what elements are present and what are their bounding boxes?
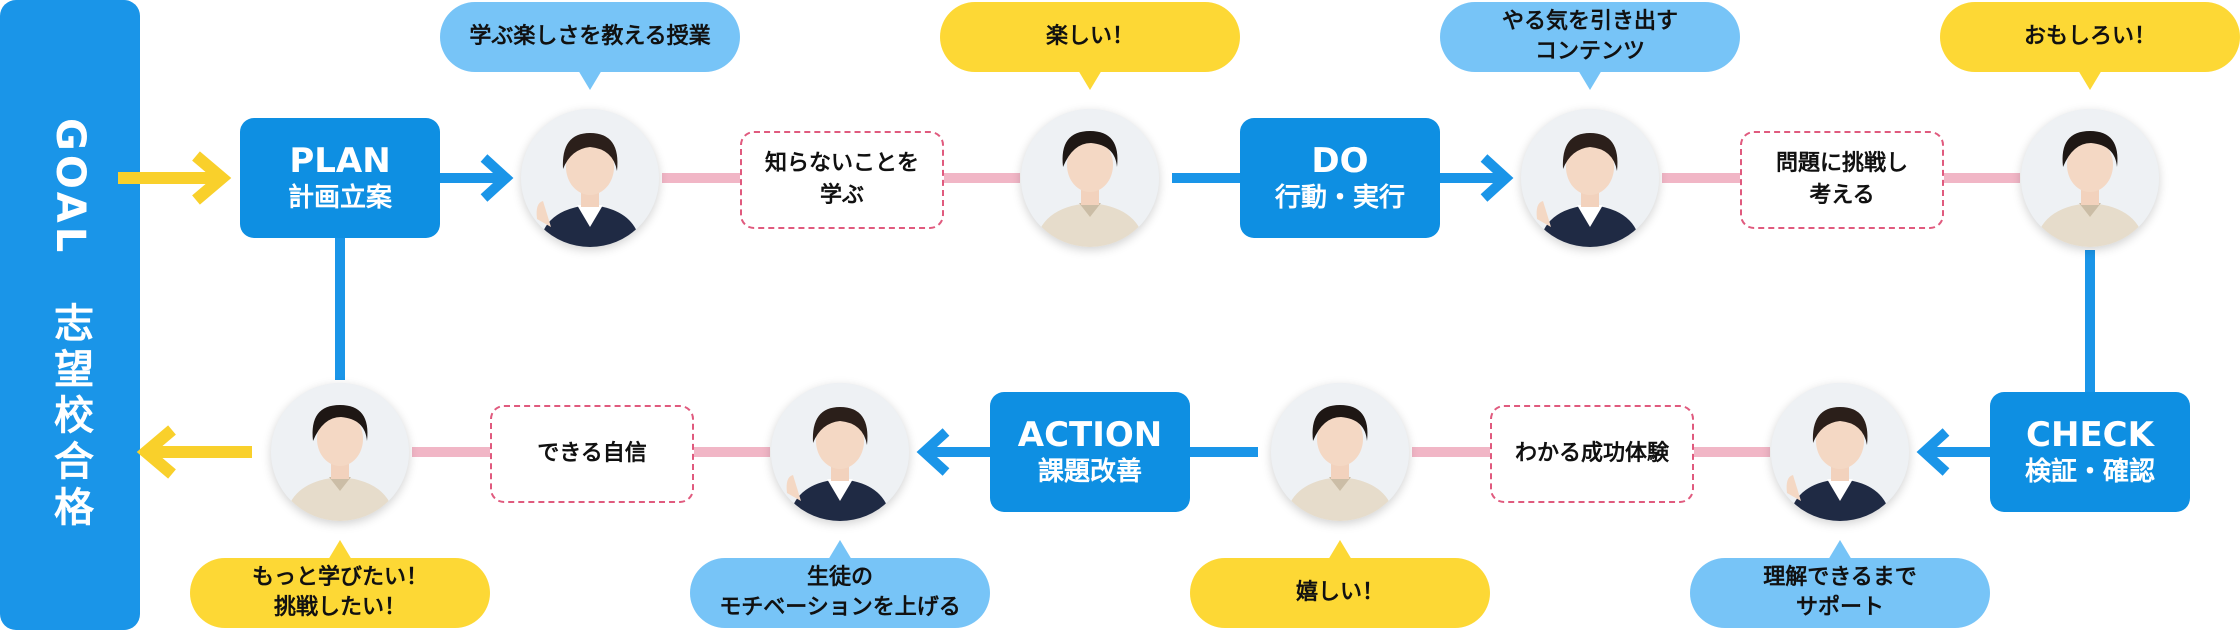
student-bubble-4: もっと学びたい！ 挑戦したい！ bbox=[190, 540, 490, 628]
student-to-goal-arrow bbox=[136, 425, 252, 479]
bubble-text: 生徒の bbox=[806, 565, 873, 590]
teacher-bubble-2: やる気を引き出すコンテンツ bbox=[1440, 2, 1740, 90]
bubble-text: 理解できるまで bbox=[1763, 565, 1917, 590]
bubble-text: 挑戦したい！ bbox=[273, 595, 406, 620]
check-step-title: CHECK bbox=[2026, 415, 2154, 455]
bubble-text: 学ぶ楽しさを教える授業 bbox=[469, 24, 711, 49]
teacher-avatar bbox=[1771, 383, 1909, 521]
student-avatar bbox=[271, 383, 409, 521]
teacher-avatar bbox=[1521, 109, 1659, 247]
student-bubble-1: 楽しい！ bbox=[940, 2, 1240, 90]
box-line: わかる成功体験 bbox=[1514, 441, 1669, 466]
bubble-text: サポート bbox=[1795, 595, 1884, 620]
plan-step-title: PLAN bbox=[289, 141, 391, 181]
bubble-text: 楽しい！ bbox=[1045, 24, 1134, 49]
action-step-title: ACTION bbox=[1017, 415, 1163, 455]
bubble-text: コンテンツ bbox=[1534, 39, 1645, 64]
challenge-think-box: 問題に挑戦し考える bbox=[1740, 131, 1944, 229]
student-bubble-3: 嬉しい！ bbox=[1190, 540, 1490, 628]
bubble-text: やる気を引き出す bbox=[1501, 9, 1678, 34]
check-step: CHECK 検証・確認 bbox=[1990, 392, 2190, 512]
box-line: できる自信 bbox=[537, 441, 647, 466]
action-step-subtitle: 課題改善 bbox=[1037, 457, 1142, 487]
teacher-bubble-4: 生徒のモチベーションを上げる bbox=[690, 540, 990, 628]
goal-label: GOAL bbox=[47, 118, 93, 257]
action-step: ACTION 課題改善 bbox=[990, 392, 1190, 512]
box-line: 知らないことを bbox=[764, 151, 919, 176]
bubble-text: モチベーションを上げる bbox=[719, 595, 961, 620]
student-bubble-2: おもしろい！ bbox=[1940, 2, 2240, 90]
check-step-subtitle: 検証・確認 bbox=[2024, 457, 2155, 487]
goal-target-label: 志望校合格 bbox=[47, 302, 93, 533]
check-to-teacher-arrow bbox=[1916, 428, 1990, 476]
box-line: 問題に挑戦し bbox=[1775, 151, 1908, 176]
do-step-subtitle: 行動・実行 bbox=[1274, 183, 1405, 213]
student-avatar bbox=[1271, 383, 1409, 521]
goal-to-plan-arrow bbox=[118, 151, 232, 205]
action-to-teacher-arrow bbox=[916, 428, 990, 476]
plan-step-subtitle: 計画立案 bbox=[287, 183, 392, 213]
box-line: 考える bbox=[1809, 183, 1875, 208]
bubble-text: もっと学びたい！ bbox=[251, 565, 428, 590]
do-to-teacher-arrow bbox=[1438, 154, 1514, 202]
success-experience-box: わかる成功体験 bbox=[1490, 405, 1694, 503]
do-step-title: DO bbox=[1311, 141, 1369, 181]
teacher-bubble-1: 学ぶ楽しさを教える授業 bbox=[440, 2, 740, 90]
goal-bar: GOAL 志望校合格 bbox=[0, 0, 140, 630]
teacher-bubble-3: 理解できるまでサポート bbox=[1690, 540, 1990, 628]
bubble-text: おもしろい！ bbox=[2023, 24, 2156, 49]
plan-step: PLAN 計画立案 bbox=[240, 118, 440, 238]
plan-to-teacher-arrow bbox=[438, 154, 514, 202]
do-step: DO 行動・実行 bbox=[1240, 118, 1440, 238]
student-avatar bbox=[1021, 109, 1159, 247]
box-line: 学ぶ bbox=[819, 183, 864, 208]
learn-unknown-box: 知らないことを学ぶ bbox=[740, 131, 944, 229]
teacher-avatar bbox=[521, 109, 659, 247]
student-avatar bbox=[2021, 109, 2159, 247]
confidence-box: できる自信 bbox=[490, 405, 694, 503]
teacher-avatar bbox=[771, 383, 909, 521]
bubble-text: 嬉しい！ bbox=[1295, 580, 1384, 605]
